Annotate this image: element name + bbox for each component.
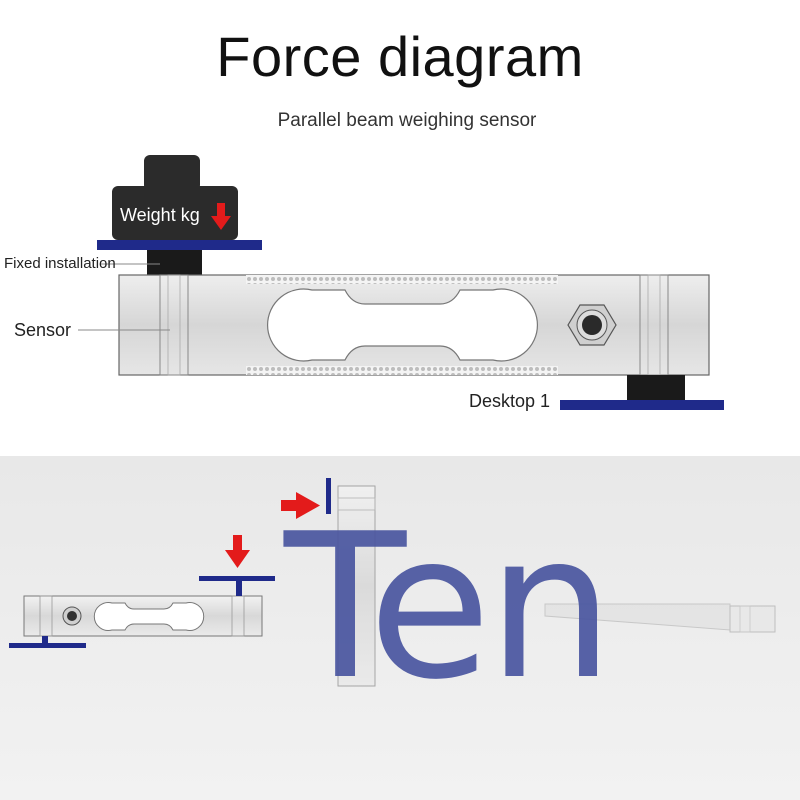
force-diagram-top bbox=[78, 155, 724, 410]
vertical-sensor-beam bbox=[337, 485, 376, 687]
weight-label: Weight kg bbox=[120, 205, 200, 225]
watermark-text: Ten bbox=[284, 491, 614, 724]
side-mount-plate bbox=[326, 478, 331, 514]
sensor-label: Sensor bbox=[14, 320, 72, 340]
desktop-plate bbox=[560, 400, 724, 410]
weight-block bbox=[112, 155, 238, 240]
fixed-installation-label: Fixed installation bbox=[4, 255, 116, 272]
top-mount-plate bbox=[97, 240, 262, 250]
diagram-title: Force diagram bbox=[216, 25, 584, 88]
diagram-subtitle: Parallel beam weighing sensor bbox=[277, 110, 537, 131]
bottom-spacer bbox=[627, 375, 685, 400]
small-top-plate bbox=[199, 576, 275, 581]
small-bottom-plate bbox=[9, 643, 86, 648]
small-force-arrow-down-icon bbox=[225, 535, 250, 568]
force-arrow-right-icon bbox=[281, 492, 320, 519]
force-arrow-down-icon bbox=[211, 203, 231, 230]
sensor-beam bbox=[118, 274, 710, 376]
desktop-label: Desktop 1 bbox=[469, 391, 551, 411]
faded-sensor-beam bbox=[544, 603, 776, 633]
small-sensor-beam bbox=[23, 595, 263, 637]
top-spacer bbox=[147, 250, 202, 275]
